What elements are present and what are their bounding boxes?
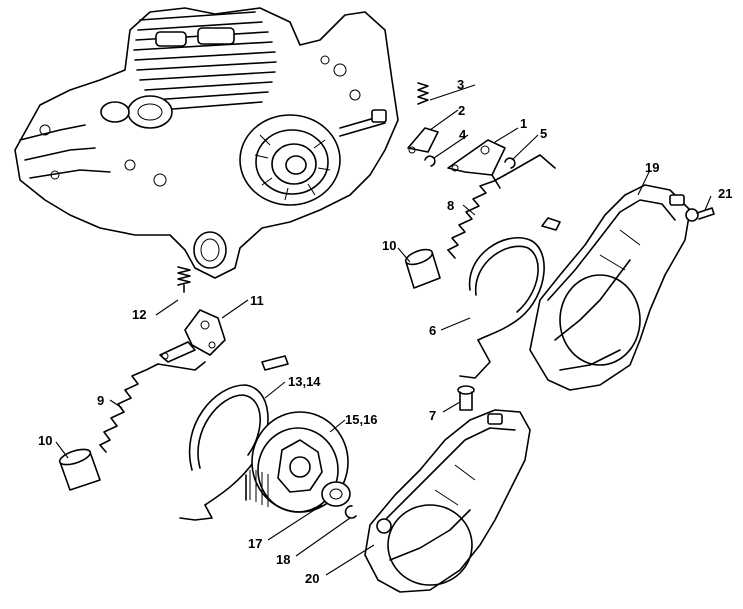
sprocket-cover-part-19 (529, 184, 691, 391)
spring-part-9 (99, 361, 206, 453)
callout-3: 3 (457, 77, 464, 92)
bushing-part-10-lower (58, 448, 101, 491)
callout-18: 18 (276, 552, 290, 567)
callout-19: 19 (645, 160, 659, 175)
callout-7: 7 (429, 408, 436, 423)
screw-part-21 (685, 207, 715, 222)
callout-1: 1 (520, 116, 527, 131)
callout-21: 21 (718, 186, 732, 201)
callout-10-lower: 10 (38, 433, 52, 448)
brake-band-part-13-14 (179, 355, 289, 521)
washer-part-17 (321, 481, 351, 507)
callout-9: 9 (97, 393, 104, 408)
callout-20: 20 (305, 571, 319, 586)
leader-lines (55, 84, 712, 576)
lever-part-11 (159, 309, 226, 363)
brake-lever-part-1 (447, 139, 506, 189)
callout-10-upper: 10 (382, 238, 396, 253)
sprocket-cover-part-20 (364, 409, 531, 593)
callout-labels: 1 2 3 4 5 6 7 8 9 10 10 11 12 13,14 15,1… (38, 77, 732, 586)
spring-part-3 (417, 82, 429, 105)
callout-6: 6 (429, 323, 436, 338)
brake-band-part-6 (459, 217, 561, 379)
bushing-part-10-upper (404, 248, 441, 289)
lever-part-2 (407, 127, 439, 154)
engine-housing (14, 7, 399, 279)
e-clip-part-4 (424, 155, 436, 167)
callout-13-14: 13,14 (288, 374, 321, 389)
callout-4: 4 (459, 127, 467, 142)
spring-part-8 (447, 154, 556, 259)
callout-5: 5 (540, 126, 547, 141)
callout-8: 8 (447, 198, 454, 213)
screw-part-7 (457, 385, 475, 411)
callout-2: 2 (458, 103, 465, 118)
callout-15-16: 15,16 (345, 412, 378, 427)
callout-11: 11 (250, 293, 264, 308)
e-clip-part-18 (344, 505, 357, 519)
spring-part-12 (177, 266, 191, 293)
callout-12: 12 (132, 307, 146, 322)
callout-17: 17 (248, 536, 262, 551)
e-clip-part-5 (504, 157, 516, 169)
